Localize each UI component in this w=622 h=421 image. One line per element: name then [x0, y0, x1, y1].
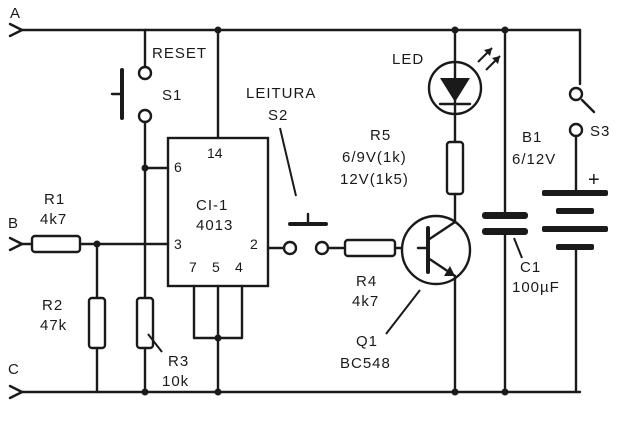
- battery-b1: [542, 190, 608, 394]
- q1-name: Q1: [356, 333, 378, 350]
- s2-label: LEITURA: [246, 85, 316, 102]
- c1-value: 100µF: [512, 279, 560, 296]
- led-label: LED: [392, 51, 424, 68]
- r4-value: 4k7: [352, 293, 379, 310]
- junction-dot: [451, 26, 459, 34]
- s2-leader: [279, 127, 297, 197]
- r1-value: 4k7: [40, 211, 67, 228]
- junction-dot: [451, 388, 459, 396]
- rail-a-label: A: [10, 5, 21, 22]
- resistor-r5: [445, 140, 465, 224]
- s1-label: RESET: [152, 45, 207, 62]
- r1-name: R1: [44, 191, 65, 208]
- r5-value-line1: 6/9V(1k): [342, 149, 407, 166]
- ic-name: CI-1: [196, 197, 228, 214]
- ic-pin-14: 14: [207, 145, 223, 161]
- r5-name: R5: [370, 127, 391, 144]
- ic-pin-7: 7: [189, 259, 197, 275]
- led-light-arrows-icon: [477, 47, 501, 71]
- s1-name: S1: [162, 87, 182, 104]
- r2-name: R2: [42, 297, 63, 314]
- ic-pin-4: 4: [235, 259, 243, 275]
- rail-c-label: C: [8, 361, 20, 378]
- rail-b-label: B: [8, 215, 19, 232]
- c1-leader: [513, 237, 523, 259]
- r3-name: R3: [168, 353, 189, 370]
- resistor-r4: [343, 238, 420, 258]
- rail-a: [8, 22, 582, 38]
- resistor-r3: [135, 166, 155, 394]
- ic-pin-6: 6: [174, 159, 182, 175]
- b1-polarity: +: [588, 169, 601, 191]
- ic-pin-3: 3: [174, 236, 182, 252]
- ic-ci1: [166, 136, 270, 288]
- r3-value: 10k: [162, 373, 189, 390]
- capacitor-c1: [482, 26, 528, 396]
- b1-value: 6/12V: [512, 151, 556, 168]
- ic-part: 4013: [196, 217, 233, 234]
- junction-dot: [141, 388, 149, 396]
- b1-name: B1: [522, 129, 542, 146]
- transistor-q1: [400, 214, 472, 394]
- r5-value-line2: 12V(1k5): [340, 171, 409, 188]
- junction-dot: [214, 26, 222, 34]
- s3-name: S3: [590, 123, 610, 140]
- rail-b: [8, 236, 34, 252]
- q1-leader: [385, 289, 421, 335]
- resistor-r1: [30, 234, 170, 254]
- switch-s3: [568, 28, 596, 192]
- rail-c: [8, 384, 582, 400]
- switch-s2: [266, 212, 347, 256]
- ic-pin-5: 5: [212, 259, 220, 275]
- resistor-r2: [87, 242, 107, 394]
- q1-part: BC548: [340, 355, 391, 372]
- c1-name: C1: [520, 259, 541, 276]
- s2-name: S2: [268, 107, 288, 124]
- r2-value: 47k: [40, 317, 67, 334]
- ic-pin-2: 2: [250, 236, 258, 252]
- r3-leader: [147, 333, 163, 353]
- led: [427, 28, 501, 144]
- switch-s1: [110, 28, 153, 170]
- r4-name: R4: [356, 273, 377, 290]
